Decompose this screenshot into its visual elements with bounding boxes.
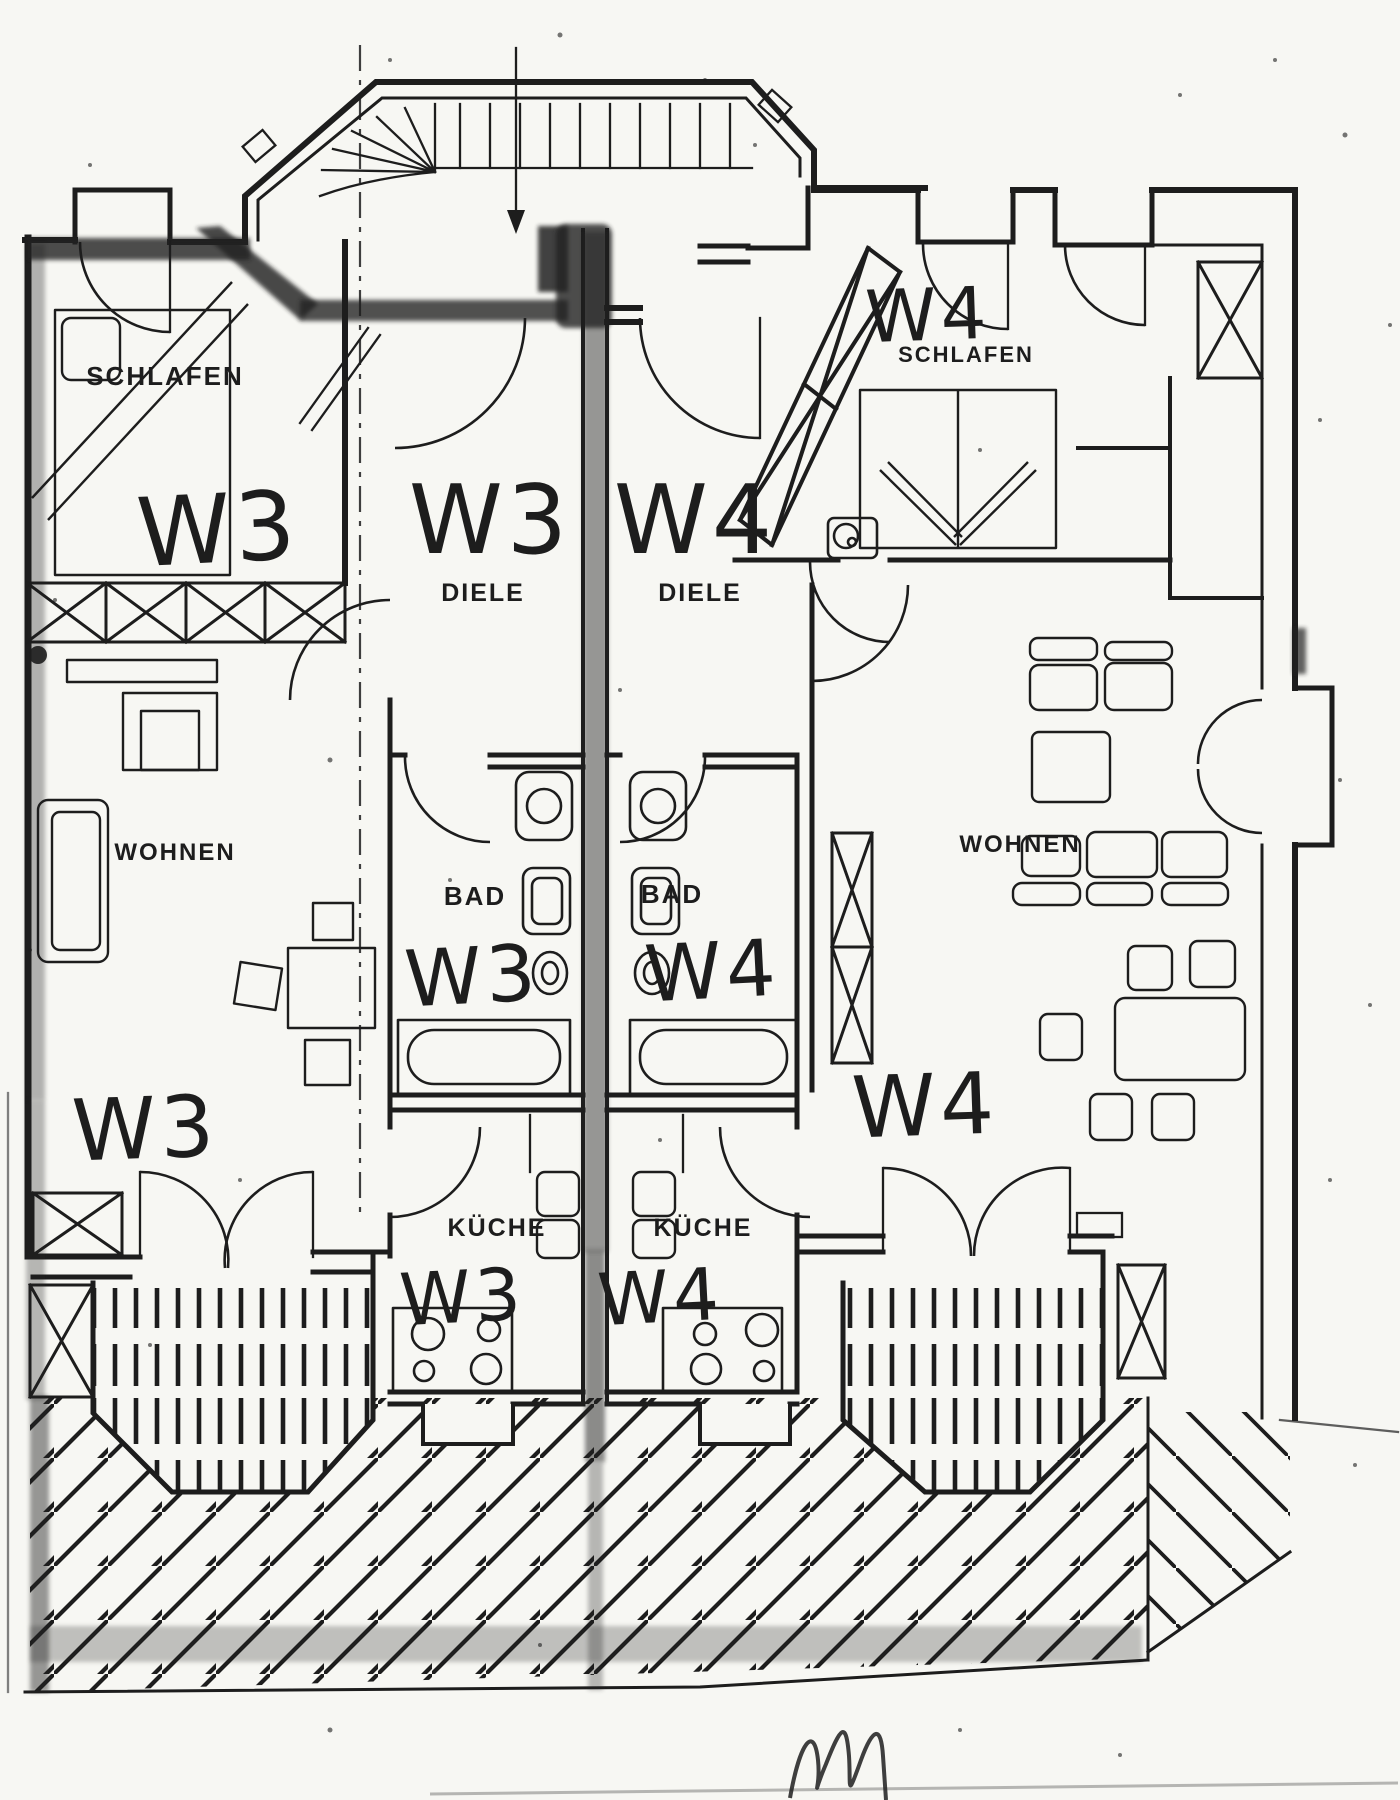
storage-x-box-w4 [1116,1263,1167,1380]
duct-x-column-w4 [830,831,874,1065]
entrance-double-door [1196,685,1335,848]
living-furniture-w4 [1011,636,1247,1142]
apartment-code-w3-bad: W3 [402,929,541,1026]
room-label-schlafen-w3: SCHLAFEN [86,361,244,391]
stove-w3 [391,1306,514,1394]
stove-w4 [661,1306,784,1394]
sink-w3 [521,866,572,936]
stair-window-left [240,128,278,164]
staircase-steps [318,102,754,198]
room-w4-bad: BAD W4 [604,582,815,1130]
knee-wall-truss [737,245,903,548]
double-bed-w4 [858,388,1058,550]
balcony-bay-w3 [27,1170,393,1495]
room-w4-schlafen: W4 SCHLAFEN [732,242,1265,644]
bed-w3 [31,281,249,577]
bidet-w4 [633,950,671,996]
room-w3-wohnen: WOHNEN W3 [29,646,393,1259]
storage-x-boxes-w3 [27,1190,125,1400]
room-label-bad-w3: BAD [444,881,506,911]
room-w4-diele: W4 DIELE [614,316,910,683]
apartment-code-w3-kueche: W3 [397,1252,526,1342]
room-label-bad-w4: BAD [641,879,703,909]
bathtub-w3 [396,1018,572,1096]
room-w4-kueche: KÜCHE W4 [595,1113,811,1446]
kitchen-window-w4-bg [700,1404,790,1444]
room-w4-wohnen: WOHNEN W4 [830,636,1335,1159]
apartment-code-w4-schlafen: W4 [864,271,992,359]
room-label-diele-w4: DIELE [658,579,742,607]
apartment-code-w3-living: W3 [70,1077,219,1181]
kitchen-window-w3-bg [423,1404,513,1444]
room-label-kueche-w4: KÜCHE [654,1213,753,1242]
room-w3-bad: BAD W3 [387,752,586,1113]
room-w3-schlafen: SCHLAFEN W3 [24,239,348,645]
room-label-kueche-w3: KÜCHE [448,1213,547,1242]
room-label-schlafen-w4: SCHLAFEN [898,342,1034,367]
party-wall [581,228,609,1690]
bidet-w3 [531,950,569,996]
stair-window-right [757,88,793,124]
apartment-code-w3-diele: W3 [409,466,571,576]
room-label-wohnen-w4: WOHNEN [959,831,1080,858]
apartment-code-w4-living: W4 [850,1054,999,1158]
kitchen-counter-w4 [631,1170,677,1260]
toilet-w4 [628,770,688,842]
apartment-code-w4-kueche: W4 [595,1252,724,1342]
room-label-diele-w3: DIELE [441,579,525,607]
living-furniture-w3 [36,658,377,1087]
apartment-code-w4-bad: W4 [642,924,781,1021]
room-label-wohnen-w3: WOHNEN [114,839,235,866]
toilet-w3 [514,770,574,842]
signature-mark [429,1730,1399,1800]
room-w3-diele: W3 DIELE [288,317,571,701]
stair-arrow [507,210,525,234]
wardrobe-row-w3 [24,580,348,645]
sink-w4 [630,866,681,936]
chimney-x-box [1195,259,1265,381]
outer-walls [22,187,1306,1692]
kitchen-counter-w3 [535,1170,581,1260]
scan-speckles [28,32,1392,1757]
balcony-bay-w4 [794,1166,1167,1495]
apartment-code-w3-schlafen: W3 [134,471,302,589]
room-w3-kueche: KÜCHE W3 [387,1113,586,1446]
bathtub-w4 [628,1018,799,1096]
corner-basin [826,516,879,560]
